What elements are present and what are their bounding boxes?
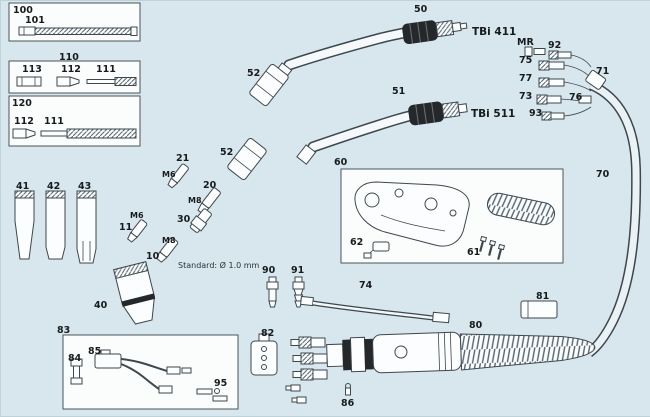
part-group-100-liner — [8, 2, 141, 42]
part-group-110 — [8, 60, 141, 94]
part-80-torch-body — [326, 331, 596, 374]
part-92 — [548, 50, 592, 68]
part-20-contact-tip-m8 — [197, 187, 221, 215]
part-86-screw — [345, 383, 351, 396]
part-42-gas-nozzle — [45, 190, 66, 260]
part-77 — [538, 77, 592, 92]
part-52-nozzle-holder-upper — [249, 63, 289, 107]
part-91-fitting — [292, 276, 305, 308]
part-84-fitting — [70, 358, 83, 385]
part-82-connector-block — [250, 333, 278, 376]
part-71-sleeve — [585, 69, 607, 90]
part-group-80-fittings — [285, 336, 328, 404]
part-mr — [524, 46, 546, 57]
part-30-tip-holder — [189, 208, 212, 233]
part-76 — [578, 95, 592, 104]
part-61-screws — [479, 235, 506, 260]
part-group-connectors — [524, 46, 592, 121]
part-43-gas-nozzle — [76, 190, 97, 264]
part-60-handle-shell — [354, 181, 470, 247]
part-50-swan-neck — [272, 20, 468, 83]
part-70-cable-assembly — [585, 69, 642, 357]
part-group-83-switch-kit — [62, 334, 239, 410]
part-75 — [538, 60, 591, 78]
part-10-contact-tip-m8 — [156, 237, 179, 263]
part-21-contact-tip-m6 — [167, 163, 189, 189]
part-81-sleeve — [520, 300, 558, 319]
part-52-nozzle-holder-lower — [227, 137, 267, 181]
part-40-gas-nozzle — [113, 261, 156, 325]
part-group-60-handle — [340, 168, 564, 264]
part-85-switch-assembly — [94, 349, 192, 394]
part-62-trigger — [363, 241, 390, 259]
part-41-gas-nozzle — [14, 190, 35, 260]
part-95-terminals — [196, 388, 228, 402]
part-90-fitting — [266, 276, 279, 308]
part-74-cable — [300, 295, 450, 324]
part-11-contact-tip-m6 — [127, 219, 148, 243]
part-93 — [541, 106, 592, 121]
part-group-120 — [8, 95, 141, 147]
part-51-swan-neck — [296, 101, 468, 165]
part-handle-spring — [487, 192, 555, 226]
